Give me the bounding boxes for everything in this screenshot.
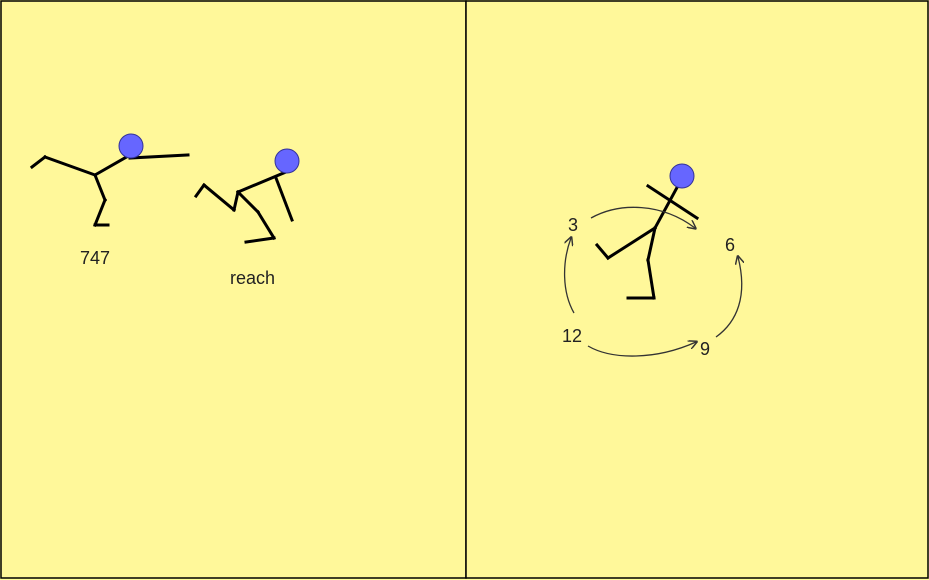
figure-reach-label: reach	[230, 268, 275, 288]
figure-center-front-shin	[646, 258, 656, 300]
figure-reach-front-thigh	[235, 189, 261, 215]
figure-747-standing-thigh	[93, 173, 107, 202]
figure-747-label: 747	[80, 248, 110, 268]
figure-reach-front-foot	[244, 236, 276, 244]
figure-center-back-leg	[605, 225, 658, 261]
figure-reach-back-foot	[193, 182, 207, 199]
figure-reach-torso	[236, 170, 288, 194]
blue-circle-head-icon	[669, 163, 695, 189]
figure-747-arms	[128, 153, 190, 160]
right-panel	[465, 0, 929, 579]
figure-center-arms	[645, 183, 700, 221]
clock-label-9: 9	[700, 339, 710, 359]
figure-747-standing-shin	[93, 198, 107, 227]
figure-747-torso	[92, 152, 133, 178]
clock-label-12: 12	[562, 326, 582, 346]
figure-747	[29, 133, 190, 227]
figure-center-back-foot	[594, 242, 611, 261]
clock-label-6: 6	[725, 235, 735, 255]
figure-reach-front-shin	[255, 209, 277, 241]
blue-circle-head-icon	[118, 133, 144, 159]
figure-reach-arm	[274, 176, 294, 222]
arrow-9-to-6	[715, 257, 742, 338]
arrow-12-to-9	[587, 342, 696, 357]
rotation-arrows	[563, 206, 742, 357]
figure-center	[594, 163, 700, 300]
clock-label-3: 3	[568, 215, 578, 235]
figure-center-torso	[652, 179, 683, 231]
blue-circle-head-icon	[274, 148, 300, 174]
left-panel	[0, 0, 467, 579]
figure-747-back-leg	[43, 155, 97, 177]
arrow-12-to-3	[563, 238, 575, 314]
figure-reach-back-shin	[201, 182, 237, 213]
figure-center-front-thigh	[646, 226, 657, 262]
figure-reach-back-thigh	[232, 190, 240, 212]
figure-747-back-foot	[29, 154, 48, 170]
arrow-3-to-6	[590, 206, 695, 228]
figure-reach	[193, 148, 300, 244]
